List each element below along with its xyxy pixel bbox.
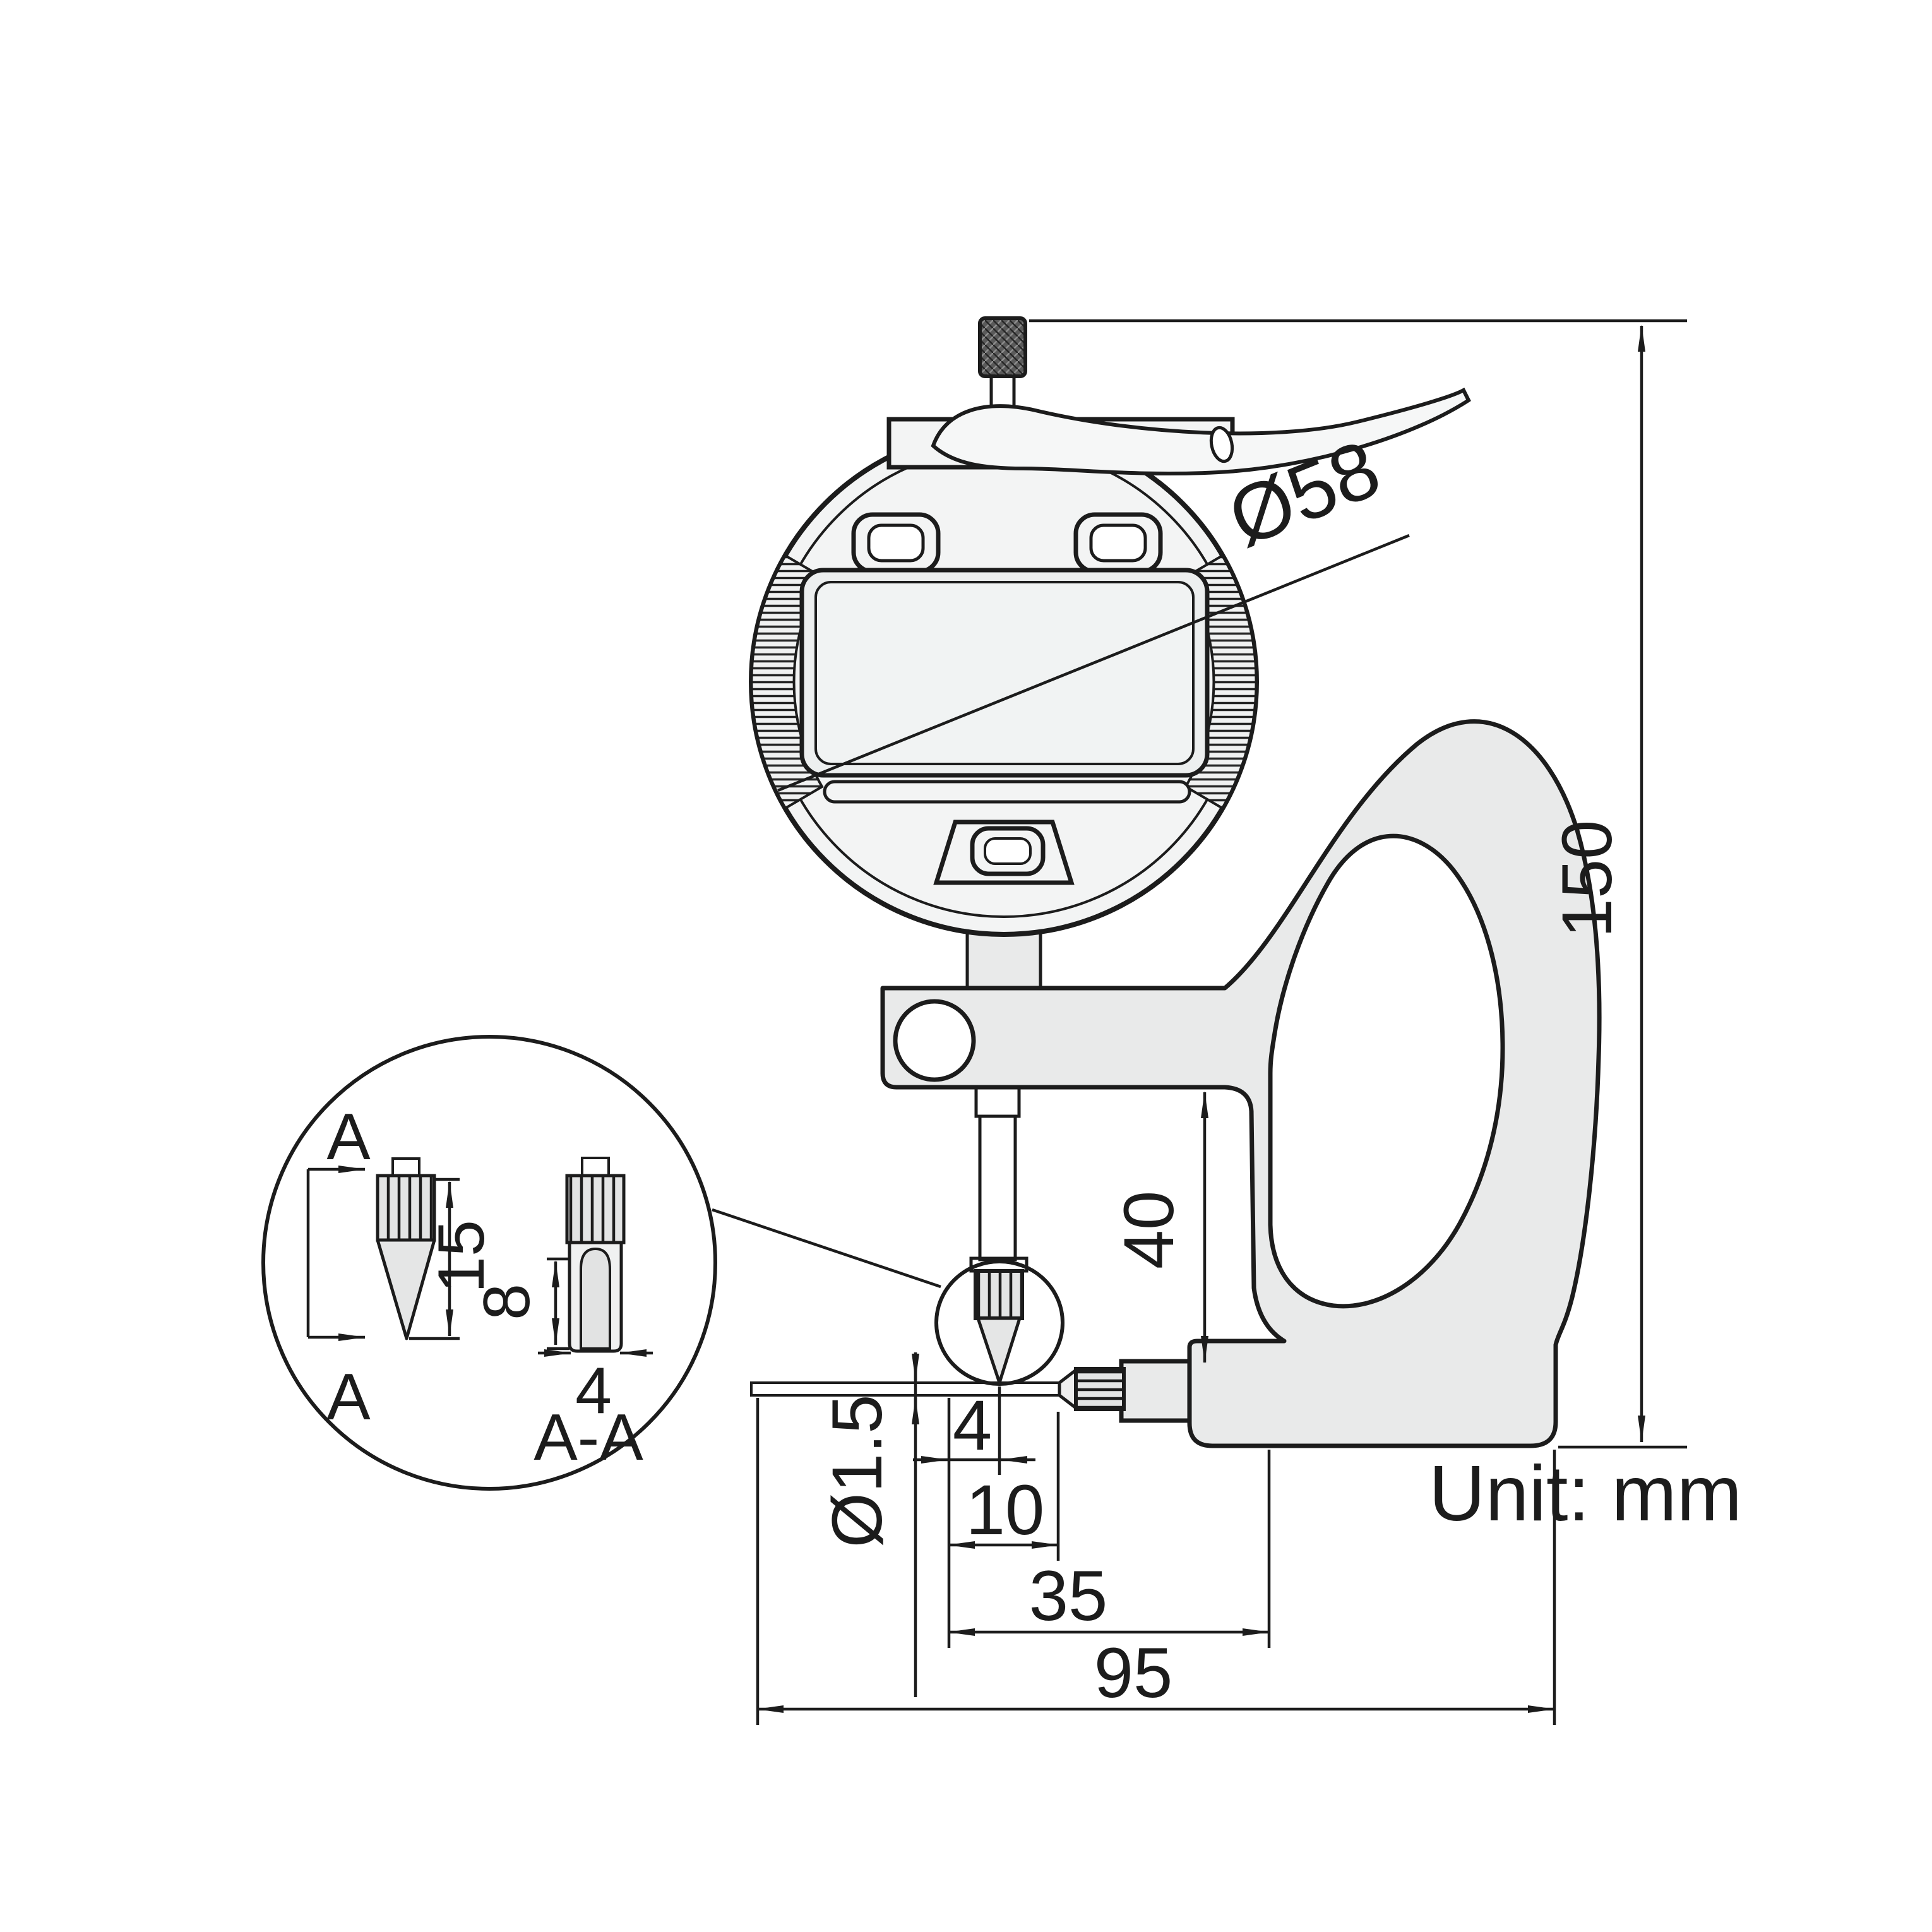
section-label-top: A xyxy=(326,1100,371,1174)
top-knob xyxy=(978,316,1027,378)
overall-width-label: 95 xyxy=(1094,1633,1173,1712)
lifting-lever xyxy=(931,387,1471,476)
anvil-rod-group xyxy=(750,1367,1126,1411)
spindle-rod xyxy=(978,1114,1017,1261)
dimension-throat-clearance: 40 xyxy=(1109,1091,1208,1363)
frame-mount-hole xyxy=(893,999,976,1082)
dimension-anvil-diameter: Ø1.5 xyxy=(818,1352,919,1697)
dimension-overall-height: 150 xyxy=(1029,319,1687,1449)
contact-cone xyxy=(976,1316,1022,1385)
anvil-diameter-label: Ø1.5 xyxy=(818,1395,897,1548)
dimension-throat-depth: 35 xyxy=(948,1450,1271,1648)
overall-height-label: 150 xyxy=(1547,820,1626,938)
detail-leader-line xyxy=(712,1208,941,1289)
lcd-display xyxy=(799,568,1210,804)
contact-knurl xyxy=(974,1269,1024,1320)
lever-pivot-hole xyxy=(1209,426,1234,463)
pointed-tip-length-label: 15 xyxy=(425,1220,498,1293)
flat-tip xyxy=(565,1157,626,1353)
frame xyxy=(880,719,1602,1448)
dimension-tip-to-step: 4 xyxy=(913,1386,1035,1648)
flat-tip-length-label: 8 xyxy=(470,1284,544,1320)
throat-depth-label: 35 xyxy=(1029,1556,1108,1635)
dimension-flat-tip-length: 8 xyxy=(470,1257,569,1351)
detail-view: A A 15 8 xyxy=(261,1035,941,1491)
dimension-pointed-tip-length: 15 xyxy=(409,1178,498,1340)
tip-to-step-label: 4 xyxy=(953,1386,992,1465)
dial-top-slot-right xyxy=(1073,512,1163,574)
anvil-collar-block xyxy=(1119,1359,1195,1423)
section-label-bottom: A xyxy=(326,1361,371,1434)
pointed-tip xyxy=(376,1157,436,1340)
anvil-rod xyxy=(750,1381,1061,1397)
section-title: A-A xyxy=(534,1401,643,1474)
spindle-shoulder xyxy=(974,1085,1021,1118)
anvil-assembly xyxy=(1119,1359,1195,1423)
frame-handle-window xyxy=(1268,833,1505,1309)
spindle xyxy=(934,1085,1064,1386)
detail-circle xyxy=(261,1035,717,1491)
section-cut-marks: A A xyxy=(306,1100,371,1434)
lcd-lower-lip xyxy=(823,780,1191,804)
anvil-cone xyxy=(1058,1368,1078,1410)
dimension-overall-width: 95 xyxy=(756,1398,1556,1725)
bezel-knurl-left xyxy=(750,554,824,810)
dimension-step-to-collar: 10 xyxy=(948,1412,1060,1561)
bezel-knurl-right xyxy=(1184,554,1258,810)
step-to-collar-label: 10 xyxy=(966,1470,1045,1549)
flat-tip-width-label: 4 xyxy=(575,1354,612,1428)
dial-bottom-slot xyxy=(933,820,1075,885)
dimension-flat-tip-width: 4 xyxy=(538,1349,653,1428)
throat-clearance-label: 40 xyxy=(1109,1191,1188,1270)
dial-top-slot-left xyxy=(851,512,941,574)
dial-gauge xyxy=(749,316,1471,993)
anvil-knurl xyxy=(1074,1367,1126,1411)
unit-note: Unit: mm xyxy=(1429,1450,1742,1537)
